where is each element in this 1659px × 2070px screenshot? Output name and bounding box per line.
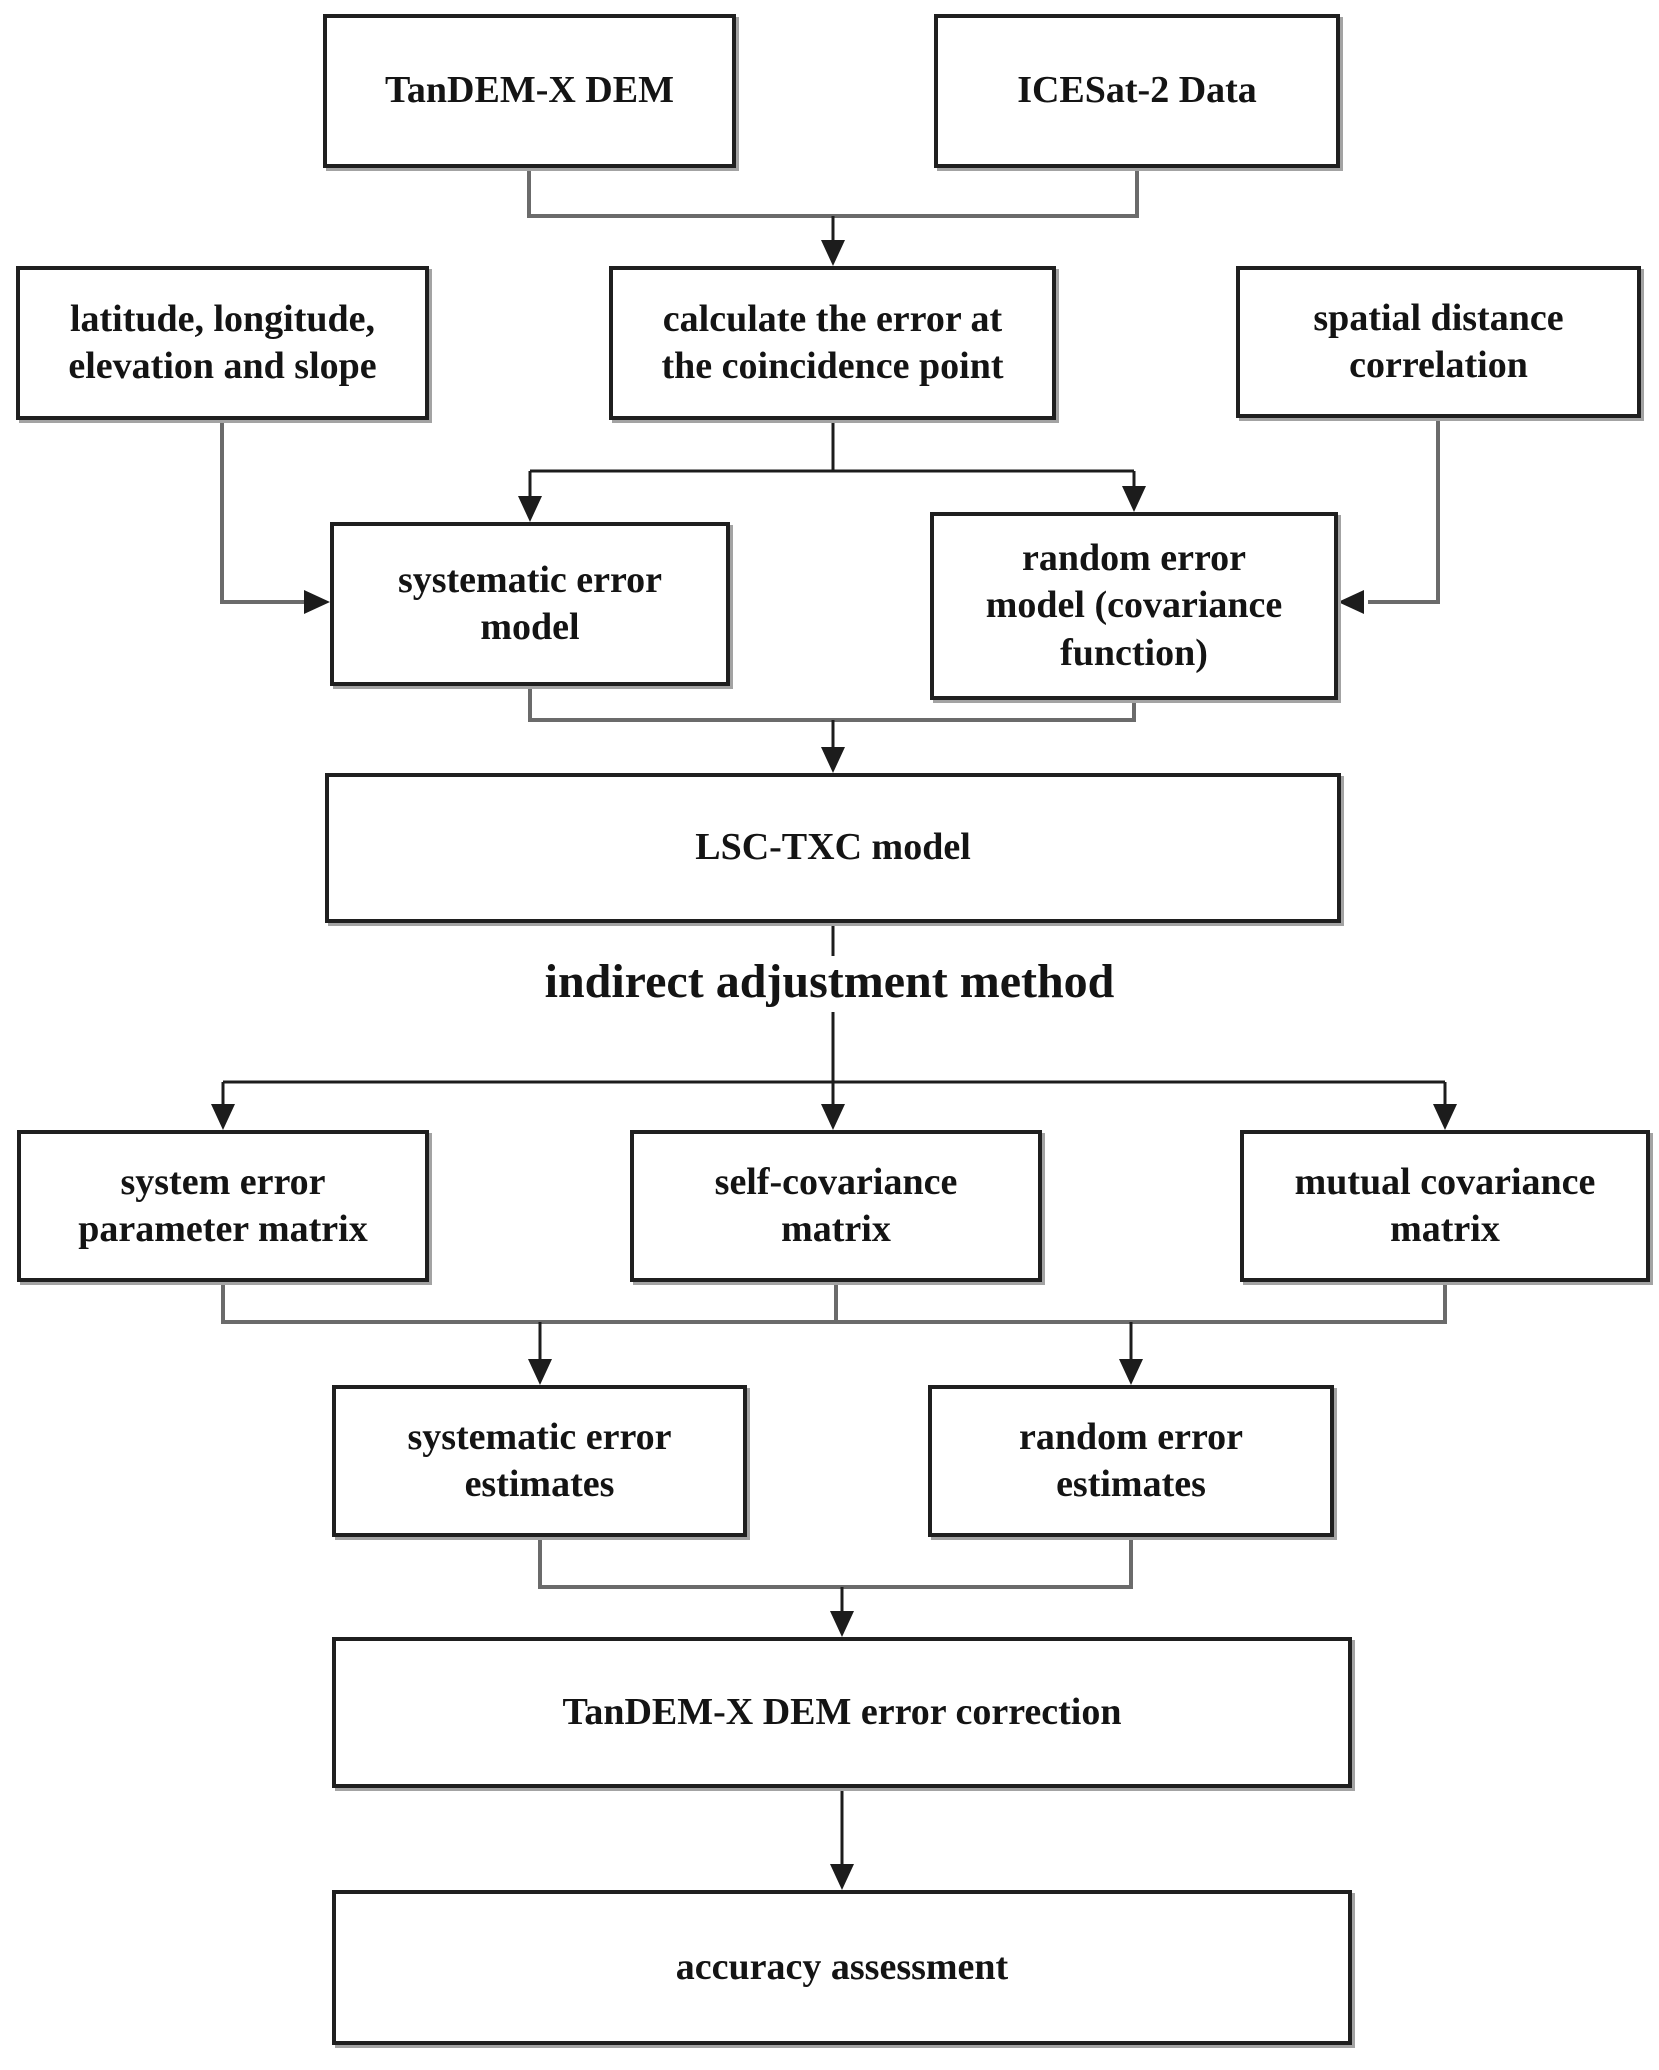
node-accuracy-assessment-label: accuracy assessment <box>675 1945 1009 1988</box>
label-indirect-adjustment-method-text: indirect adjustment method <box>544 955 1115 1008</box>
node-systematic-error-model-label: systematic error model <box>397 558 663 649</box>
node-system-error-parameter-matrix-label: system error parameter matrix <box>78 1160 368 1251</box>
node-tandem-x-dem: TanDEM-X DEM <box>323 14 736 168</box>
stem-calc-split <box>530 420 1134 473</box>
node-self-covariance-matrix-label: self-covariance matrix <box>714 1160 958 1251</box>
node-systematic-error-estimates: systematic error estimates <box>332 1385 747 1537</box>
edge-sources-junction <box>527 168 1139 218</box>
node-latitude-longitude-elevation-slope: latitude, longitude, elevation and slope <box>16 266 429 420</box>
gray-connectors <box>220 168 1447 1589</box>
arrowhead-correction <box>830 1611 854 1637</box>
node-calculate-error-label: calculate the error at the coincidence p… <box>661 297 1004 388</box>
arrowhead-sysmodel-left <box>304 590 330 614</box>
arrowhead-lsc <box>821 747 845 773</box>
arrowhead-sysmodel-top <box>518 496 542 522</box>
node-spatial-distance-correlation: spatial distance correlation <box>1236 266 1641 418</box>
node-accuracy-assessment: accuracy assessment <box>332 1890 1352 2045</box>
node-mutual-covariance-matrix: mutual covariance matrix <box>1240 1130 1650 1282</box>
node-self-covariance-matrix: self-covariance matrix <box>630 1130 1042 1282</box>
node-random-error-estimates-label: random error estimates <box>1018 1415 1244 1506</box>
arrowhead-calc <box>821 240 845 266</box>
arrowhead-accuracy <box>830 1864 854 1890</box>
node-latitude-label: latitude, longitude, elevation and slope <box>68 297 377 388</box>
edge-spatial-to-randmodel <box>1368 418 1440 604</box>
node-lsc-txc-model-label: LSC-TXC model <box>695 826 971 869</box>
label-indirect-adjustment-method: indirect adjustment method <box>0 954 1659 1010</box>
arrowhead-randest <box>1119 1359 1143 1385</box>
node-tandem-x-dem-error-correction: TanDEM-X DEM error correction <box>332 1637 1352 1788</box>
node-systematic-error-estimates-label: systematic error estimates <box>407 1415 672 1506</box>
node-systematic-error-model: systematic error model <box>330 522 730 686</box>
node-random-error-estimates: random error estimates <box>928 1385 1334 1537</box>
node-spatial-distance-label: spatial distance correlation <box>1313 296 1564 387</box>
arrowhead-randmodel-top <box>1122 486 1146 512</box>
node-random-error-model: random error model (covariance function) <box>930 512 1338 700</box>
node-tandem-x-dem-error-correction-label: TanDEM-X DEM error correction <box>562 1690 1122 1733</box>
node-lsc-txc-model: LSC-TXC model <box>325 773 1341 923</box>
edge-latitude-to-sysmodel <box>220 420 312 604</box>
node-icesat-2-data-label: ICESat-2 Data <box>1017 69 1257 112</box>
arrowhead-randmodel-right <box>1338 590 1364 614</box>
arrowhead-selfcov <box>821 1104 845 1130</box>
node-system-error-parameter-matrix: system error parameter matrix <box>17 1130 429 1282</box>
edge-estimates-merge <box>538 1537 1133 1589</box>
arrowhead-mutualcov <box>1433 1104 1457 1130</box>
arrowheads <box>211 240 1457 1890</box>
node-calculate-error-coincidence-point: calculate the error at the coincidence p… <box>609 266 1056 420</box>
node-tandem-x-dem-label: TanDEM-X DEM <box>385 69 674 112</box>
arrowhead-sysparam <box>211 1104 235 1130</box>
arrow-stems <box>221 216 1447 1874</box>
node-mutual-covariance-matrix-label: mutual covariance matrix <box>1294 1160 1596 1251</box>
node-random-error-model-label: random error model (covariance function) <box>985 536 1283 674</box>
arrowhead-sysest <box>528 1359 552 1385</box>
node-icesat-2-data: ICESat-2 Data <box>934 14 1340 168</box>
